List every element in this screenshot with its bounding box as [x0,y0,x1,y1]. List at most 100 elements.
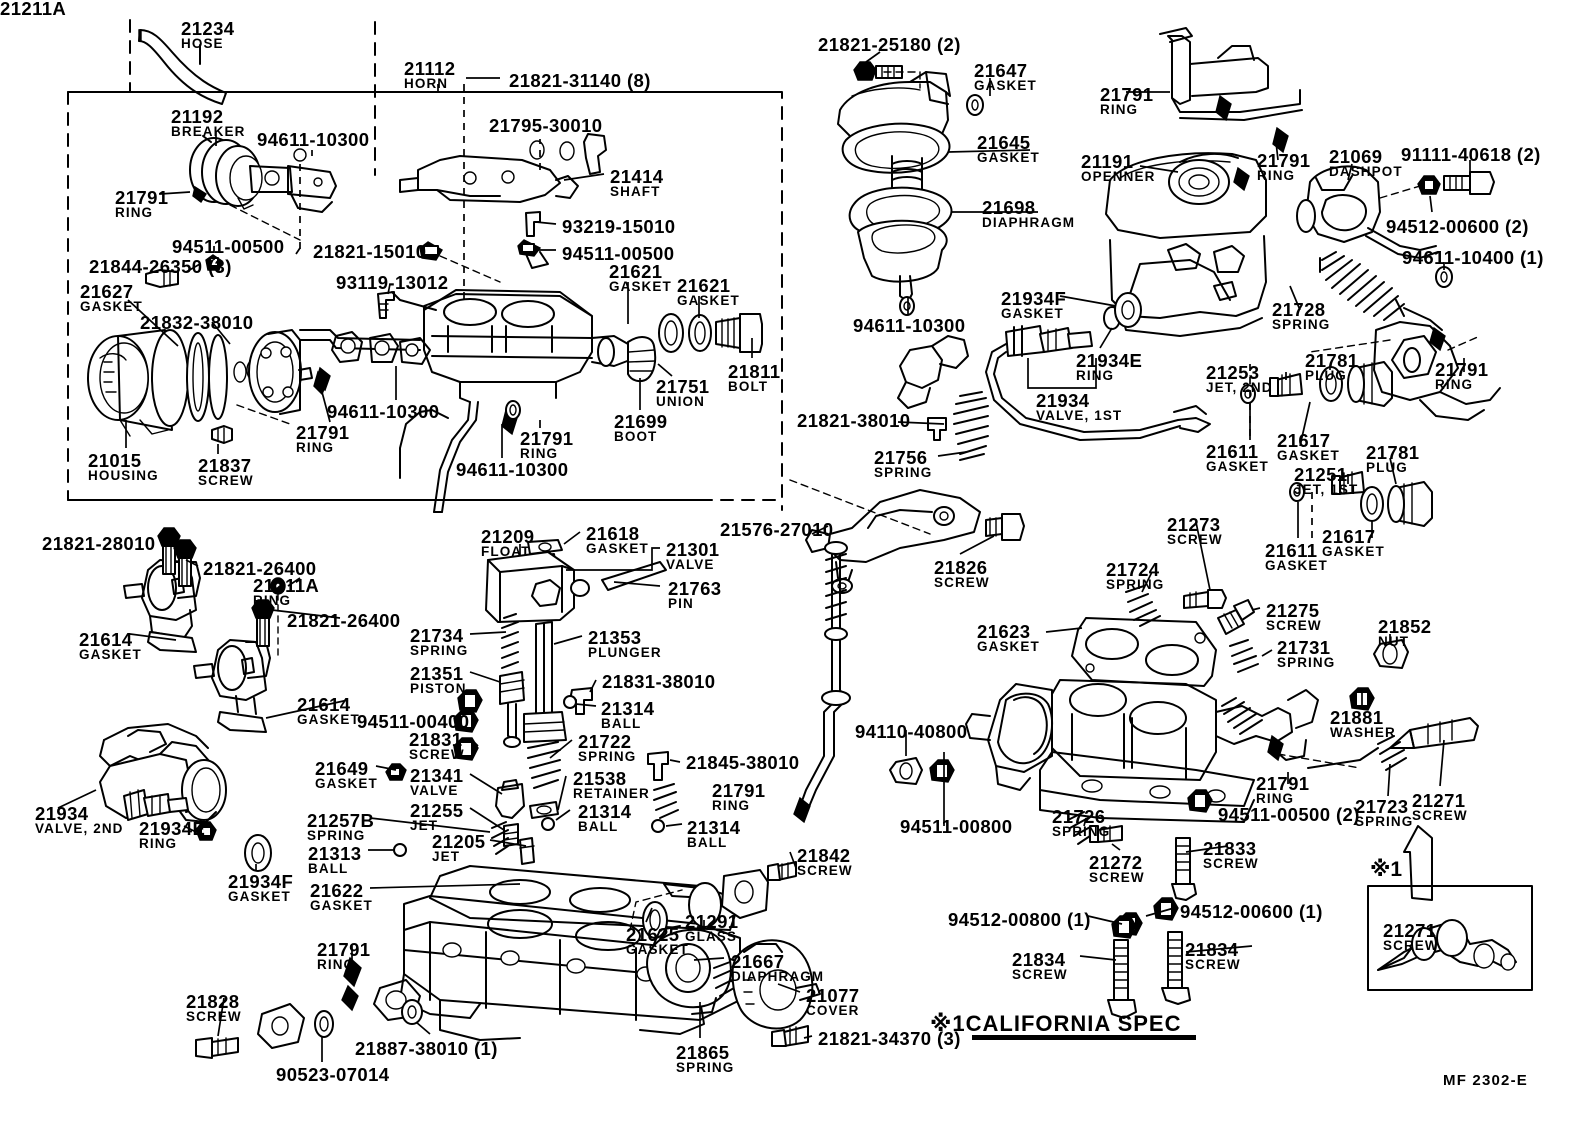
plug-21781-b [1388,482,1432,526]
part-number: 21618 [586,523,640,544]
part-number: 94611-10300 [257,129,370,150]
part-number: 21192 [171,106,224,127]
part-number: 21728 [1272,299,1326,320]
part-number: 21791 [1100,84,1154,105]
leader-lines [58,45,1470,1062]
carb-body-upper [392,290,762,512]
part-name: HORN [404,76,449,92]
spring-21726 [1068,812,1096,844]
part-label-94611-10300: 94611-10300 [853,315,966,336]
part-name: UNION [656,394,705,410]
california-spec-text: CALIFORNIA SPEC [965,1011,1182,1036]
part-number: 21314 [578,801,632,822]
part-name: NUT [1378,634,1410,650]
part-21934-valve-2nd [100,724,271,871]
part-number: 21791 [115,187,169,208]
part-number: 21414 [610,166,664,187]
part-number: 21314 [687,817,741,838]
part-name: SCREW [1412,808,1468,824]
bolt-21821-28010 [158,528,180,574]
part-name: OPENNER [1081,169,1156,185]
part-number: 94611-10300 [853,315,966,336]
part-number: 21726 [1052,806,1106,827]
part-number: 21621 [677,275,731,296]
part-label-21844-26350: 21844-26350 (3) [89,256,232,277]
part-label-93219-15010: 93219-15010 [562,217,675,236]
part-number: 21821-28010 [42,533,156,554]
part-label-21821-28010: 21821-28010 [42,533,156,554]
part-name: SCREW [1167,532,1223,548]
part-number: 21614 [297,694,351,715]
spring-21865 [714,962,734,996]
part-number: 21751 [656,376,710,397]
part-number: 21831-38010 [602,671,716,692]
screw-21834-b [1162,932,1190,1004]
part-number: 21275 [1266,600,1320,621]
part-name: GASKET [677,293,740,309]
part-label-94511-00500: 94511-00500 (2) [1218,805,1360,824]
part-name: HOUSING [88,468,159,484]
part-name: JET [432,849,461,865]
part-number: 21699 [614,411,668,432]
part-name: BALL [687,835,728,851]
california-underline [972,1035,1196,1040]
screw-21833 [1172,838,1196,900]
part-name: SCREW [186,1009,242,1025]
california-spec-note: ※1CALIFORNIA SPEC [930,1011,1181,1037]
part-number: 21301 [666,539,720,560]
part-number: 21844-26350 (3) [89,256,232,277]
part-number: 21826 [934,557,988,578]
part-name: SCREW [409,747,465,763]
part-number: 21645 [977,132,1031,153]
part-number: 21234 [181,18,235,39]
part-number: 21647 [974,60,1028,81]
part-number: 21314 [601,698,655,719]
part-name: SCREW [1266,618,1322,634]
part-label-94611-10400: 94611-10400 (1) [1402,248,1544,267]
part-label-21821-15010: 21821-15010 [313,242,426,261]
part-21015-housing [88,255,327,443]
part-name: RETAINER [573,786,650,802]
part-name: GASKET [1277,448,1340,464]
california-asterisk: ※1 [930,1011,966,1036]
part-name: VALVE, 2ND [35,821,124,837]
part-number: 21842 [797,845,851,866]
bolt-21844 [146,270,178,287]
part-number: 91111-40618 (2) [1401,144,1541,165]
part-name: PLUG [1305,368,1347,384]
part-name: PLUG [1366,460,1408,476]
part-name: RING [115,205,154,221]
part-name: GASKET [626,942,689,958]
part-name: GASKET [80,299,143,315]
screw-21826 [986,514,1024,540]
accel-pump-group [630,862,820,1046]
part-number: 21881 [1330,707,1384,728]
part-number: 21257B [307,810,375,831]
spring-21728 [1320,252,1404,320]
part-number: 21795-30010 [489,115,603,136]
part-number: 94511-00500 [562,243,675,264]
part-label-21211A: 21211A [0,0,66,18]
